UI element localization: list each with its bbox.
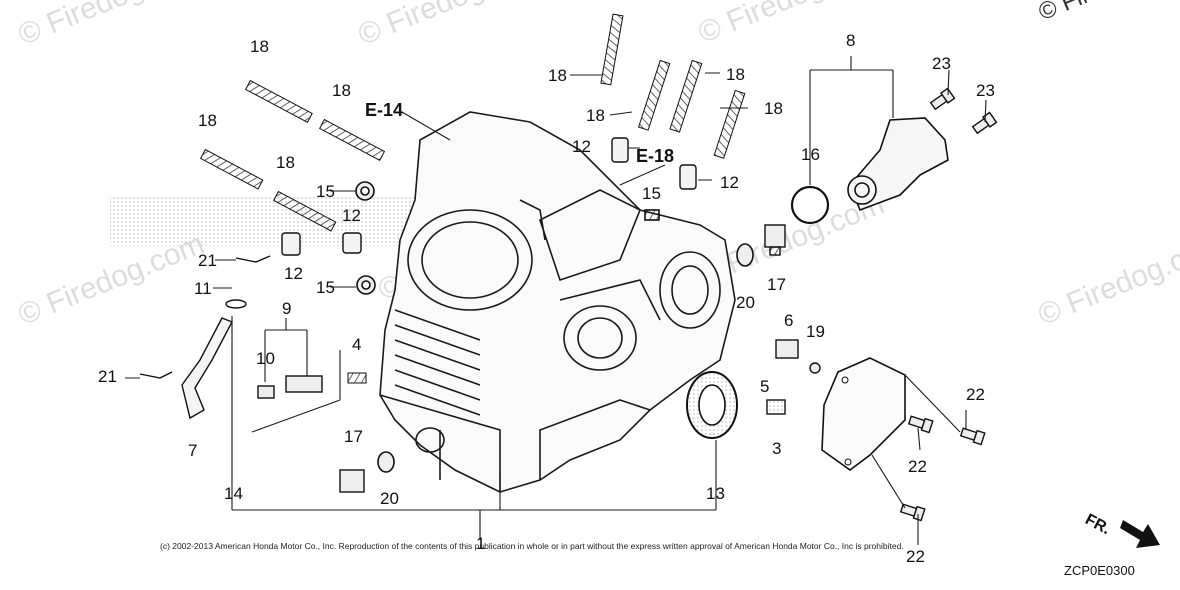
callout-12: 12	[342, 206, 361, 225]
diagram-code: ZCP0E0300	[1064, 563, 1135, 578]
callout-18: 18	[332, 81, 351, 100]
callout-17: 17	[344, 427, 363, 446]
callout-22: 22	[908, 457, 927, 476]
cover-bolts	[899, 415, 986, 522]
drain-plug	[764, 224, 786, 256]
hose-clips	[139, 255, 271, 379]
callout-4: 4	[352, 335, 362, 354]
callout-18: 18	[198, 111, 217, 130]
breather-tube	[181, 317, 233, 420]
callout-22: 22	[966, 385, 985, 404]
callout-15: 15	[316, 278, 335, 297]
grommet-3	[766, 399, 786, 415]
callout-18: 18	[250, 37, 269, 56]
seal-rings	[355, 181, 660, 295]
callout-23: 23	[976, 81, 995, 100]
clamp-6	[775, 339, 799, 359]
front-direction-arrow	[1120, 520, 1160, 548]
copyright-notice: (c) 2002-2013 American Honda Motor Co., …	[160, 541, 904, 551]
callout-16: 16	[801, 145, 820, 164]
callout-18: 18	[548, 66, 567, 85]
callout-19: 19	[806, 322, 825, 341]
dowel-pins	[281, 137, 697, 256]
oil-seal	[686, 371, 738, 439]
callout-10: 10	[256, 349, 275, 368]
callout-18: 18	[764, 99, 783, 118]
clip-11	[225, 299, 247, 309]
breather-cover	[847, 117, 949, 212]
crankcase-body	[379, 111, 736, 493]
sealing-washer	[736, 243, 754, 267]
callout-23: 23	[932, 54, 951, 73]
leader-lines	[125, 56, 987, 545]
callout-12: 12	[284, 264, 303, 283]
callout-3: 3	[772, 439, 782, 458]
callout-21: 21	[98, 367, 117, 386]
oil-pressure-switch	[257, 375, 323, 399]
callout-11: 11	[194, 279, 212, 298]
callout-12: 12	[720, 173, 739, 192]
o-ring	[790, 185, 830, 225]
callout-12: 12	[572, 137, 591, 156]
callout-7: 7	[188, 441, 198, 460]
callout-14: 14	[224, 484, 243, 503]
callout-5: 5	[760, 377, 770, 396]
callout-20: 20	[380, 489, 399, 508]
stud-bolts	[199, 13, 746, 232]
callout-21: 21	[198, 251, 217, 270]
reference-e14: E-14	[365, 100, 404, 120]
callout-13: 13	[706, 484, 725, 503]
drain-plug-lower	[339, 469, 365, 493]
callout-1: 1	[476, 534, 486, 553]
brand-logo-watermark	[110, 196, 440, 246]
callout-18: 18	[276, 153, 295, 172]
callout-18: 18	[586, 106, 605, 125]
bolt-19	[809, 362, 821, 374]
side-cover	[821, 357, 906, 471]
callout-15: 15	[642, 184, 661, 203]
callout-6: 6	[784, 311, 794, 330]
callout-22: 22	[906, 547, 925, 566]
washer-lower	[377, 451, 395, 473]
fitting-4	[347, 372, 367, 384]
callout-9: 9	[282, 299, 292, 318]
reference-e18: E-18	[636, 146, 675, 166]
callout-17: 17	[767, 275, 786, 294]
callout-8: 8	[846, 31, 856, 50]
flange-bolts	[929, 87, 998, 135]
callout-20: 20	[736, 293, 755, 312]
callout-15: 15	[316, 182, 335, 201]
callout-18: 18	[726, 65, 745, 84]
